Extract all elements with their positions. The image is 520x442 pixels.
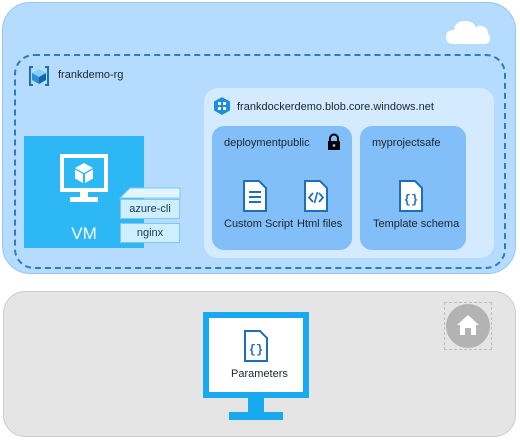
html-file-icon: [304, 180, 328, 212]
script-file-icon: [243, 180, 267, 212]
storage-account-name: frankdockerdemo.blob.core.windows.net: [237, 101, 434, 113]
file-label-custom-script: Custom Script: [224, 218, 294, 230]
vm-label: VM: [71, 224, 97, 243]
svg-text:{}: {}: [249, 343, 263, 357]
container-name-deploymentpublic: deploymentpublic: [224, 137, 310, 149]
cloud-icon: [446, 21, 491, 44]
file-label-template-schema: Template schema: [373, 218, 460, 230]
storage-account-icon: [214, 97, 230, 115]
extension-stack-top: [118, 187, 181, 199]
parameters-file-icon: {}: [244, 330, 268, 362]
resource-group-boundary: [14, 54, 506, 269]
template-file-icon: {}: [399, 180, 423, 212]
svg-text:{}: {}: [404, 193, 418, 207]
resource-group-icon: [29, 66, 49, 86]
parameters-label: Parameters: [231, 368, 288, 380]
container-name-myprojectsafe: myprojectsafe: [372, 137, 441, 149]
resource-group-name: frankdemo-rg: [58, 69, 124, 81]
home-icon: [457, 315, 479, 335]
lock-icon: [328, 133, 340, 150]
home-icon-frame: [444, 302, 492, 350]
vm-monitor-icon: [60, 154, 108, 202]
extension-nginx: nginx: [120, 223, 180, 243]
file-label-html-files: Html files: [297, 218, 343, 230]
extension-azure-cli: azure-cli: [120, 199, 180, 219]
